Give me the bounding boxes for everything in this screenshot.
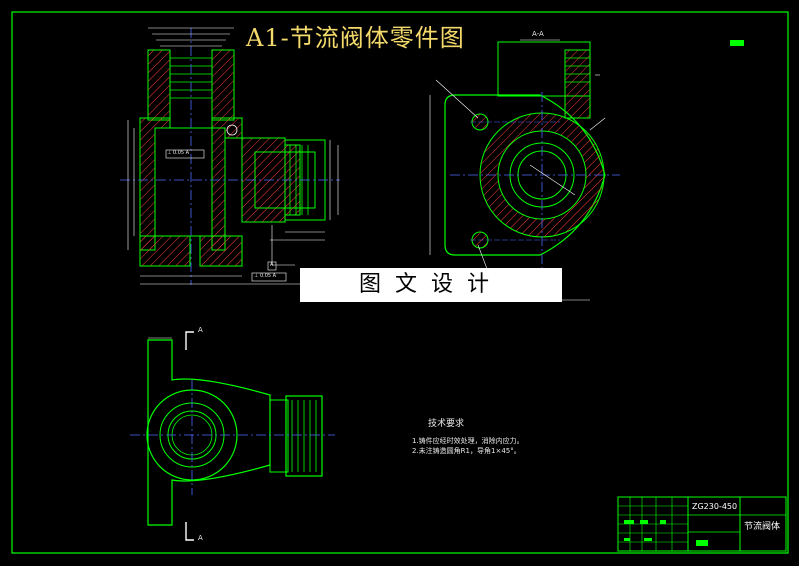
tech-requirements-heading: 技术要求 [428, 419, 465, 429]
section-a-a-view [429, 39, 620, 301]
section-view-label: A-A [532, 30, 544, 38]
drawing-border [11, 11, 789, 554]
title-block-material: ZG230-450 [692, 502, 738, 511]
cut-mark-label-top: A [198, 326, 203, 334]
title-block-part-name: 节流阀体 [744, 522, 781, 532]
cut-mark-label-bottom: A [198, 534, 203, 542]
front-section-view [120, 27, 340, 285]
datum-marker: A [270, 262, 274, 268]
tech-requirement-line-1: 1.铸件应经时效处理，消除内应力。 [412, 437, 524, 445]
top-view [130, 331, 335, 541]
tolerance-frame-2: ⊥ 0.05 A [254, 273, 277, 279]
drawing-title: A1-节流阀体零件图 [246, 24, 465, 52]
title-block [617, 40, 787, 552]
tolerance-frame-1: ⊥ 0.05 A [167, 150, 190, 156]
watermark-banner: 图文设计 [300, 268, 562, 302]
tech-requirement-line-2: 2.未注铸造圆角R1，导角1×45°。 [412, 447, 521, 455]
